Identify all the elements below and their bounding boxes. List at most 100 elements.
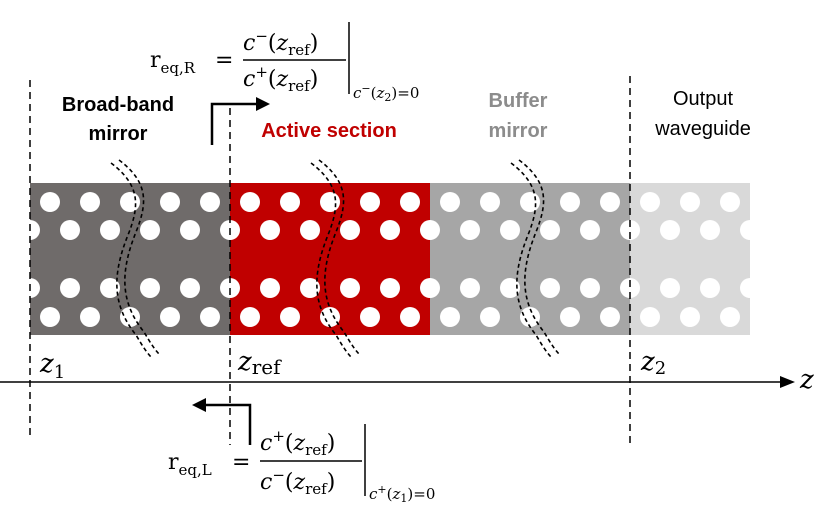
lattice-hole — [160, 307, 180, 327]
lattice-hole — [700, 220, 720, 240]
lattice-hole — [200, 307, 220, 327]
equation-r-eq-L: req,L = c+(zref) c−(zref) c+(z1)=0 — [168, 424, 435, 505]
lattice-hole — [720, 307, 740, 327]
lattice-hole — [640, 192, 660, 212]
lattice-hole — [180, 278, 200, 298]
lattice-hole — [360, 307, 380, 327]
svg-text:c+(z1)=0: c+(z1)=0 — [369, 483, 435, 505]
equation-r-eq-R: req,R = c−(zref) c+(zref) c−(z2)=0 — [150, 22, 419, 104]
lattice-hole — [540, 220, 560, 240]
svg-text:c−(z2)=0: c−(z2)=0 — [353, 82, 419, 104]
lattice-hole — [30, 220, 40, 240]
right-propagation-arrow — [210, 102, 257, 145]
lattice-hole — [30, 278, 40, 298]
lattice-hole — [520, 192, 540, 212]
svg-text:=: = — [232, 450, 250, 475]
svg-text:req,L: req,L — [168, 450, 212, 479]
lattice-hole — [80, 307, 100, 327]
lattice-hole — [300, 278, 320, 298]
lattice-hole — [380, 220, 400, 240]
lattice-hole — [680, 307, 700, 327]
lattice-hole — [320, 307, 340, 327]
lattice-hole — [500, 220, 520, 240]
lattice-hole — [420, 278, 440, 298]
lattice-hole — [100, 220, 120, 240]
zref-label: zref — [237, 347, 282, 379]
lattice-hole — [400, 192, 420, 212]
lattice-hole — [680, 192, 700, 212]
lattice-hole — [620, 220, 640, 240]
lattice-hole — [440, 307, 460, 327]
broadband-mirror-label-line1: Broad-band — [62, 94, 174, 116]
lattice-hole — [700, 278, 720, 298]
buffer-mirror-label-line2: mirror — [489, 120, 548, 142]
lattice-hole — [120, 307, 140, 327]
lattice-hole — [40, 307, 60, 327]
svg-text:c−(zref): c−(zref) — [243, 27, 318, 59]
svg-text:req,R: req,R — [150, 48, 196, 77]
svg-text:c+(zref): c+(zref) — [260, 427, 335, 459]
svg-text:=: = — [215, 48, 233, 73]
z2-label: z2 — [640, 347, 666, 379]
lattice-hole — [540, 278, 560, 298]
lattice-hole — [240, 192, 260, 212]
lattice-hole — [360, 192, 380, 212]
lattice-hole — [500, 278, 520, 298]
lattice-hole — [580, 278, 600, 298]
lattice-hole — [200, 192, 220, 212]
lattice-hole — [580, 220, 600, 240]
lattice-hole — [520, 307, 540, 327]
lattice-hole — [300, 220, 320, 240]
lattice-hole — [600, 307, 620, 327]
z1-label: z1 — [39, 349, 65, 383]
lattice-hole — [100, 278, 120, 298]
lattice-hole — [720, 192, 740, 212]
lattice-hole — [480, 307, 500, 327]
lattice-hole — [120, 192, 140, 212]
lattice-hole — [620, 278, 640, 298]
lattice-hole — [260, 278, 280, 298]
lattice-hole — [180, 220, 200, 240]
lattice-hole — [340, 220, 360, 240]
output-waveguide-label-line2: waveguide — [654, 118, 751, 140]
break-mark-buffer — [510, 159, 561, 359]
lattice-hole — [740, 220, 750, 240]
lattice-hole — [640, 307, 660, 327]
lattice-hole — [280, 307, 300, 327]
lattice-hole — [280, 192, 300, 212]
lattice-hole — [460, 278, 480, 298]
lattice-hole — [340, 278, 360, 298]
z-axis-label: z — [799, 365, 814, 395]
lattice-hole — [660, 220, 680, 240]
active-section-label: Active section — [261, 120, 397, 142]
lattice-hole — [660, 278, 680, 298]
right-arrowhead — [256, 97, 270, 111]
break-mark-mirror — [110, 159, 161, 359]
lattice-hole — [260, 220, 280, 240]
lattice-hole — [140, 220, 160, 240]
svg-text:c−(zref): c−(zref) — [260, 466, 335, 498]
lattice-hole — [60, 278, 80, 298]
photonic-crystal-holes — [30, 192, 750, 327]
lattice-hole — [160, 192, 180, 212]
lattice-hole — [40, 192, 60, 212]
buffer-mirror-label-line1: Buffer — [489, 90, 548, 112]
break-mark-active — [310, 159, 361, 359]
lattice-hole — [320, 192, 340, 212]
z-axis-arrowhead — [780, 376, 795, 388]
lattice-hole — [420, 220, 440, 240]
broadband-mirror-label-line2: mirror — [89, 123, 148, 145]
output-waveguide-label-line1: Output — [673, 88, 733, 110]
lattice-hole — [560, 307, 580, 327]
lattice-hole — [480, 192, 500, 212]
lattice-hole — [240, 307, 260, 327]
lattice-hole — [440, 192, 460, 212]
lattice-hole — [600, 192, 620, 212]
lattice-hole — [560, 192, 580, 212]
lattice-hole — [460, 220, 480, 240]
lattice-hole — [380, 278, 400, 298]
lattice-hole — [400, 307, 420, 327]
lattice-hole — [80, 192, 100, 212]
svg-text:c+(zref): c+(zref) — [243, 63, 318, 95]
